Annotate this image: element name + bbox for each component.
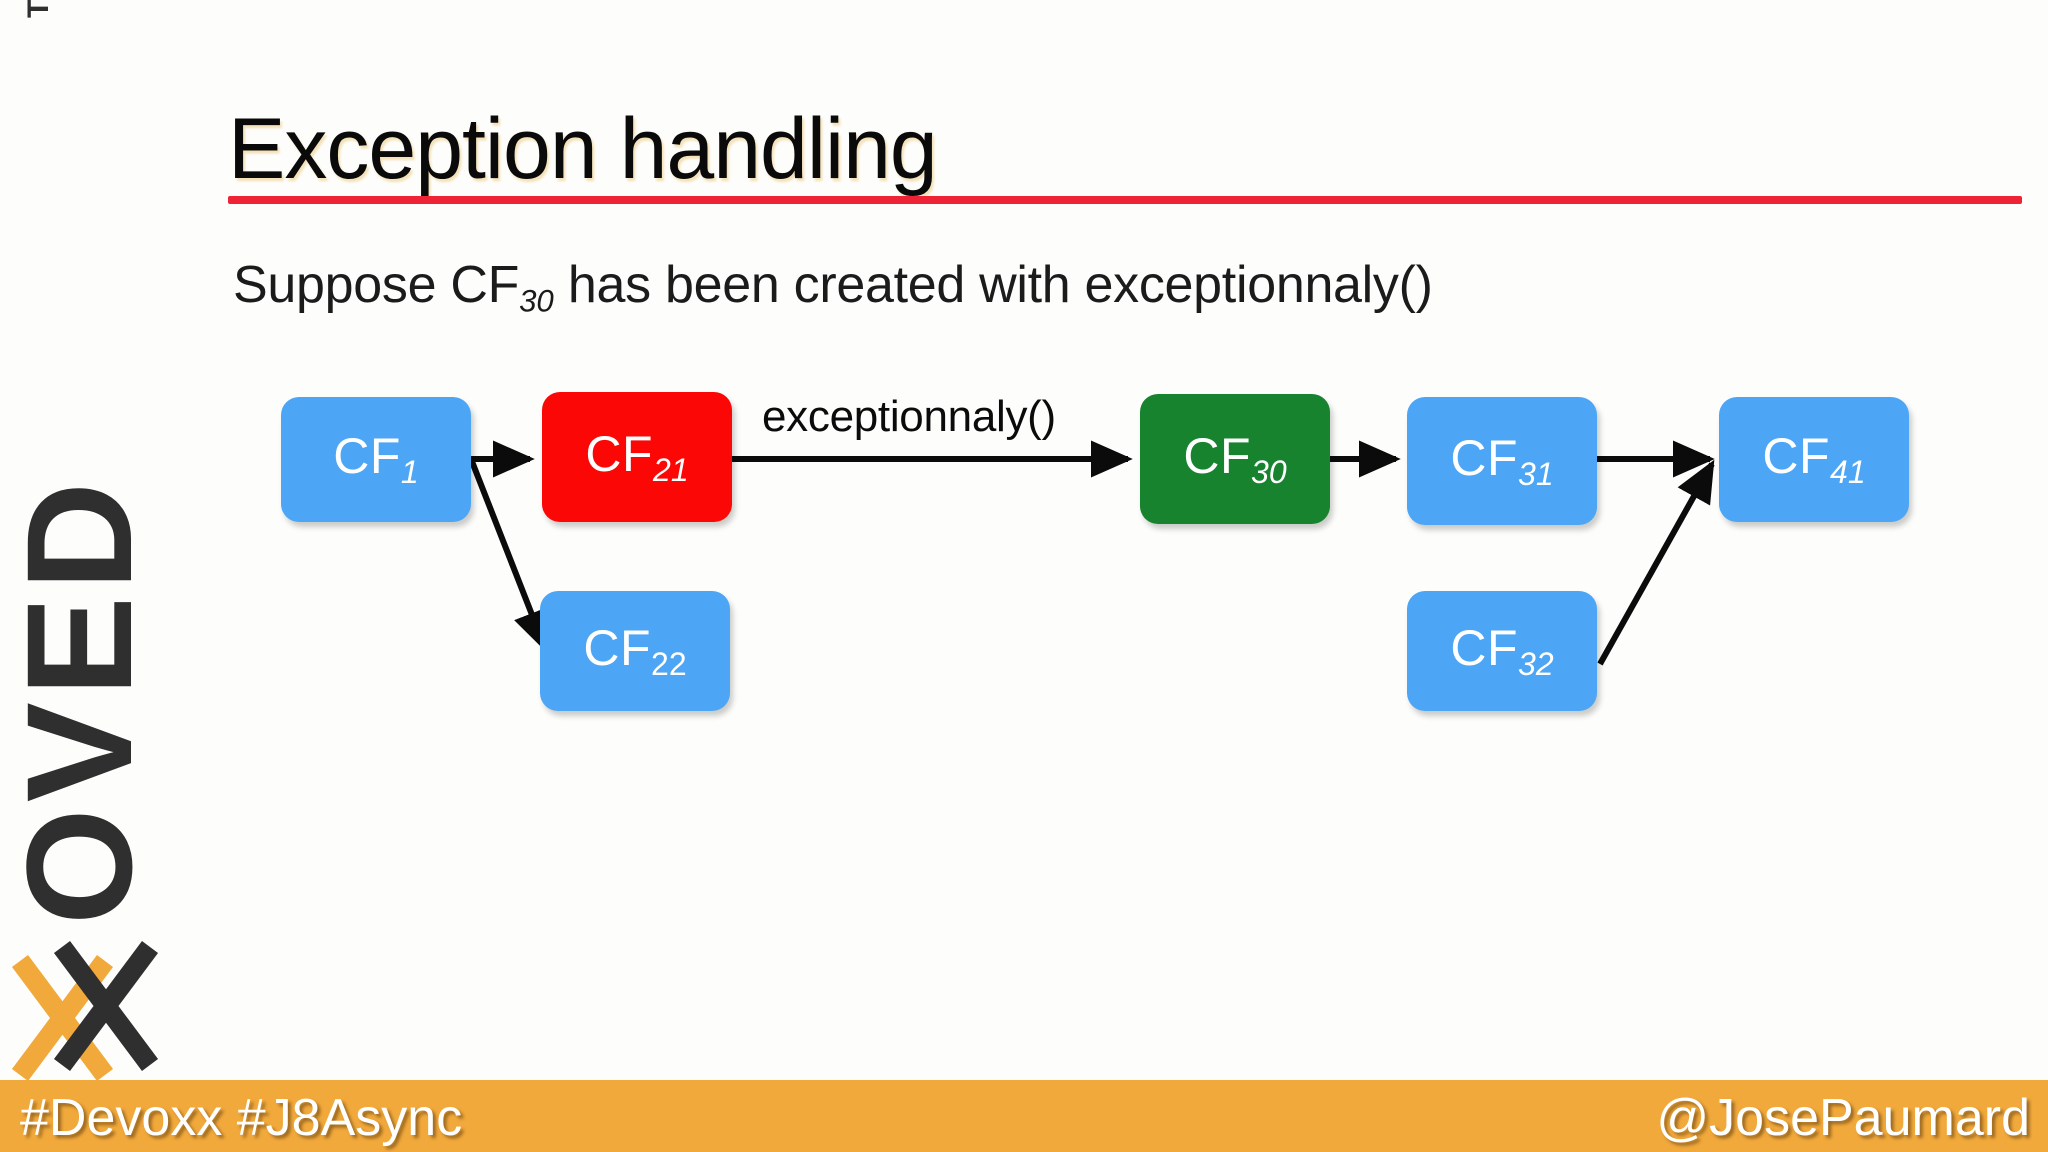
node-label: CF1 — [333, 427, 418, 491]
subtitle-prefix: Suppose CF — [233, 256, 520, 314]
footer-hashtags: #Devoxx #J8Async — [20, 1089, 463, 1147]
node-label-subscript: 32 — [1518, 646, 1554, 683]
node-label-subscript: 1 — [400, 454, 419, 491]
node-label: CF21 — [585, 425, 688, 489]
devoxx-x-icon — [10, 931, 160, 1081]
node-label-base: CF — [1450, 429, 1519, 486]
node-label-base: CF — [583, 619, 652, 676]
diagram-node-cf32[interactable]: CF32 — [1407, 591, 1597, 711]
footer-bar: #Devoxx #J8Async @JosePaumard — [0, 1080, 2048, 1152]
subtitle-suffix: has been created with exceptionnaly() — [553, 256, 1433, 314]
node-label-subscript: 41 — [1830, 454, 1866, 491]
node-label: CF41 — [1762, 427, 1865, 491]
diagram-node-cf30[interactable]: CF30 — [1140, 394, 1330, 524]
page-title: Exception handling — [228, 100, 938, 197]
node-label-subscript: 22 — [651, 646, 687, 683]
node-label-base: CF — [1183, 427, 1252, 484]
node-label: CF30 — [1183, 427, 1286, 491]
node-label-subscript: 31 — [1518, 456, 1554, 493]
node-label: CF31 — [1450, 429, 1553, 493]
node-label-base: CF — [1450, 619, 1519, 676]
edge-cf1-cf22 — [468, 457, 549, 653]
edge-cf32-cf41 — [1597, 459, 1715, 666]
diagram-node-cf41[interactable]: CF41 — [1719, 397, 1909, 522]
devoxx-logo-rail: TM OVED — [0, 0, 172, 1100]
node-label: CF32 — [1450, 619, 1553, 683]
node-label-base: CF — [1762, 428, 1831, 485]
node-label-subscript: 30 — [1251, 454, 1287, 491]
subtitle-subscript: 30 — [519, 283, 554, 319]
diagram-node-cf22[interactable]: CF22 — [540, 591, 730, 711]
diagram-node-cf21[interactable]: CF21 — [542, 392, 732, 522]
title-divider — [228, 196, 2022, 204]
footer-handle: @JosePaumard — [1656, 1089, 2030, 1147]
devoxx-wordmark: OVED — [0, 475, 163, 925]
edge-label-exceptionnaly: exceptionnaly() — [762, 392, 1056, 441]
node-label-base: CF — [333, 428, 401, 485]
diagram-node-cf31[interactable]: CF31 — [1407, 397, 1597, 525]
subtitle-text: Suppose CF30 has been created with excep… — [233, 255, 1433, 319]
devoxx-logo: OVED — [0, 1, 171, 1081]
node-label-base: CF — [585, 425, 654, 482]
diagram-node-cf1[interactable]: CF1 — [281, 397, 471, 522]
node-label-subscript: 21 — [653, 452, 689, 489]
node-label: CF22 — [583, 619, 686, 683]
